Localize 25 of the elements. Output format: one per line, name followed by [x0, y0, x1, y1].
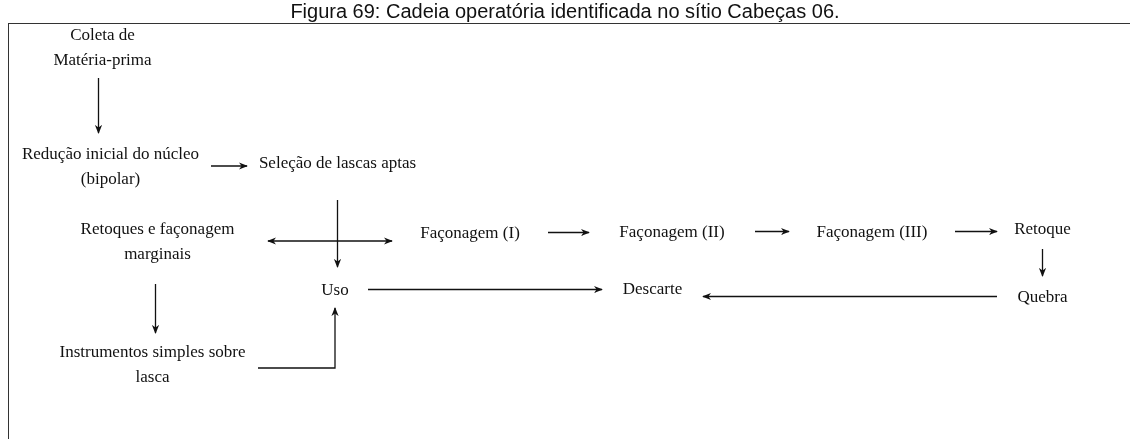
- arrow: [94, 77, 103, 134]
- arrow: [333, 199, 342, 268]
- step-label: Coleta de Matéria-prima: [40, 22, 165, 72]
- step-label: Uso: [310, 277, 360, 302]
- step-label: Retoque: [1005, 216, 1080, 241]
- arrow: [547, 228, 590, 237]
- step-label: Redução inicial do núcleo (bipolar): [18, 141, 203, 191]
- arrow: [257, 307, 339, 369]
- step-label: Descarte: [610, 276, 695, 301]
- arrow: [1038, 248, 1047, 277]
- step-label: Façonagem (I): [400, 220, 540, 245]
- arrow: [702, 292, 998, 301]
- figure-title: Figura 69: Cadeia operatória identificada no sítio Cabeças 06.: [289, 0, 841, 22]
- arrow: [754, 227, 790, 236]
- step-label: Seleção de lascas aptas: [255, 150, 420, 175]
- arrow: [367, 285, 603, 294]
- arrow: [151, 283, 160, 334]
- step-label: Façonagem (II): [597, 219, 747, 244]
- step-label: Façonagem (III): [797, 219, 947, 244]
- arrow: [210, 162, 248, 170]
- step-label: Retoques e façonagem marginais: [55, 216, 260, 266]
- arrow: [267, 237, 393, 245]
- arrow: [954, 227, 998, 236]
- step-label: Quebra: [1005, 284, 1080, 309]
- step-label: Instrumentos simples sobre lasca: [55, 339, 250, 389]
